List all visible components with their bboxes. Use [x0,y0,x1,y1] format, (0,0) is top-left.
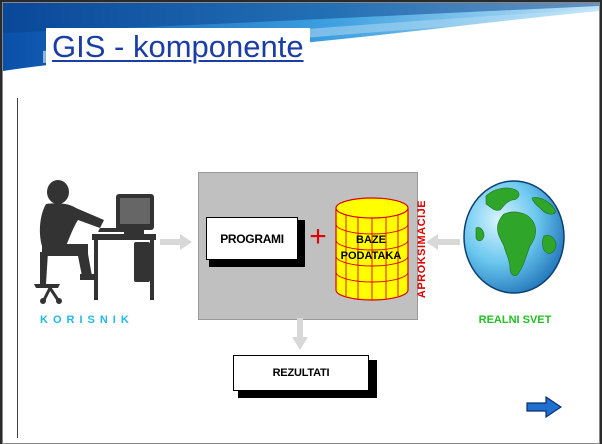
database-label-line1: BAZE [356,234,386,246]
results-label: REZULTATI [272,367,330,379]
database-cylinder-icon [335,197,409,301]
approximation-label: APROKSIMACIJE [416,199,428,299]
programs-label: PROGRAMI [220,231,284,246]
results-box: REZULTATI [233,355,369,391]
database-label: BAZE PODATAKA [332,232,410,264]
user-label: KORISNIK [40,314,134,326]
next-arrow-icon[interactable] [526,396,562,418]
left-rule [17,98,18,438]
page-title: GIS - komponente [46,28,310,66]
programs-box: PROGRAMI [206,217,298,260]
database-label-line2: PODATAKA [340,250,402,262]
plus-sign: + [309,220,327,253]
world-label: REALNI SVET [478,314,552,326]
person-at-computer-icon [34,180,156,304]
globe-icon [463,180,565,294]
